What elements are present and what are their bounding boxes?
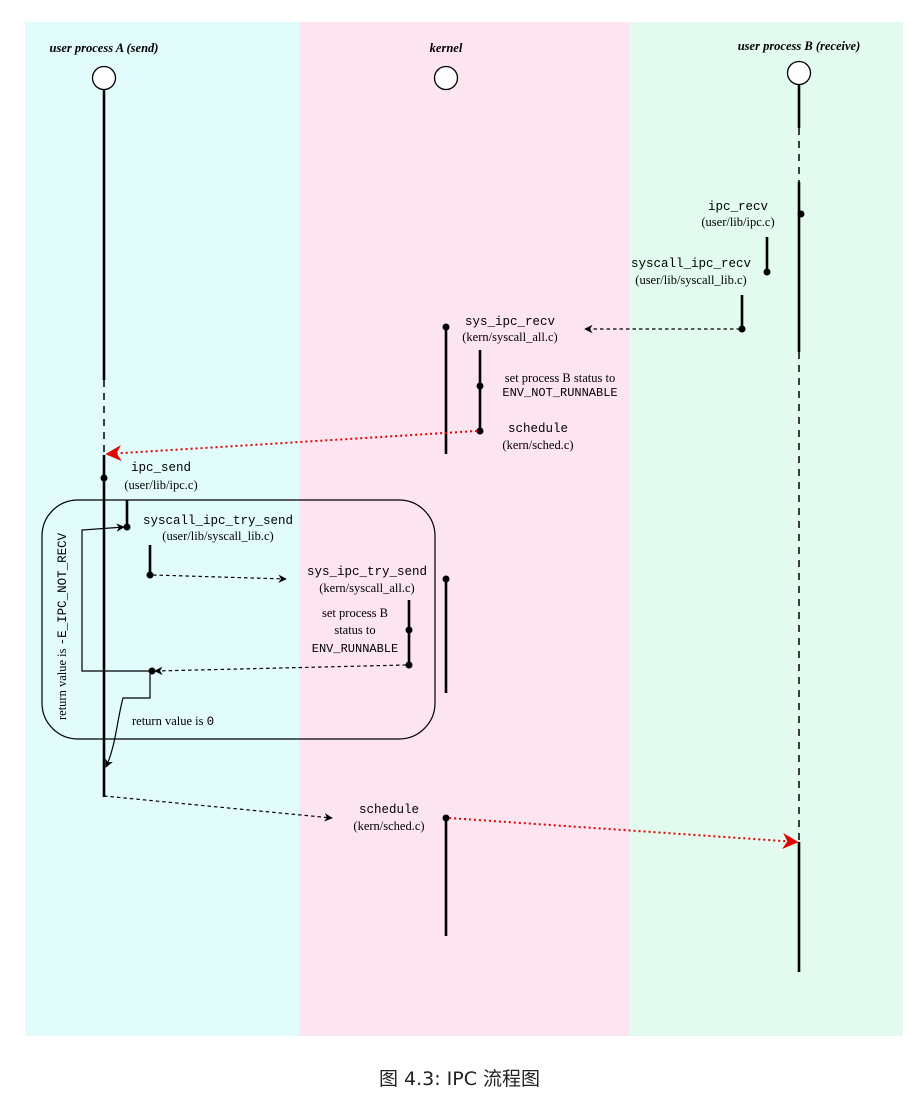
ok-label: return value is 0 [132, 714, 214, 729]
dot-recv-trap [738, 325, 746, 333]
lifeline-head-b [786, 60, 812, 86]
dot-sys-ipc-recv [442, 323, 450, 331]
lane-title-a: user process A (send) [50, 41, 159, 55]
lane-title-kernel: kernel [430, 41, 463, 55]
syscall-ipc-try-send-fn: syscall_ipc_try_send [143, 514, 293, 528]
dot-ipc-recv [797, 210, 805, 218]
switch-arrow-to-a [105, 430, 478, 462]
dot-schedule-2 [442, 814, 450, 822]
syscall-ipc-try-send-file: (user/lib/syscall_lib.c) [162, 529, 273, 543]
sys-ipc-try-send-fn: sys_ipc_try_send [307, 565, 427, 579]
syscall-ipc-recv-file: (user/lib/syscall_lib.c) [635, 273, 746, 287]
dot-syscall-ipc-try-send [123, 523, 131, 531]
dot-schedule-1 [476, 427, 484, 435]
dot-sys-ipc-try-send [442, 575, 450, 583]
dot-send-trap [146, 571, 154, 579]
dot-ipc-send [100, 474, 108, 482]
dot-return-user [148, 667, 156, 675]
retry-loop-path [81, 523, 150, 672]
lane-user-process-b [629, 22, 903, 1036]
schedule2-fn: schedule [359, 803, 419, 817]
ipc-recv-file: (user/lib/ipc.c) [701, 215, 774, 229]
ipc-send-fn: ipc_send [131, 461, 191, 475]
ipc-recv-fn: ipc_recv [708, 200, 769, 214]
arrow-send-syscall [152, 574, 287, 583]
ipc-flow-diagram: user process A (send) kernel user proces… [25, 22, 903, 1036]
schedule2-file: (kern/sched.c) [353, 819, 424, 833]
switch-arrow-to-b [448, 817, 799, 849]
set-b-runnable-l1: set process B [322, 606, 388, 620]
sys-ipc-try-send-file: (kern/syscall_all.c) [319, 581, 414, 595]
lane-kernel [299, 22, 629, 1036]
schedule1-file: (kern/sched.c) [502, 438, 573, 452]
dot-syscall-ipc-recv [763, 268, 771, 276]
set-b-status-value: ENV_NOT_RUNNABLE [502, 386, 617, 400]
set-b-status-text: set process B status to [505, 371, 615, 385]
lifeline-head-a [91, 65, 117, 91]
schedule1-fn: schedule [508, 422, 568, 436]
figure-caption: 图 4.3: IPC 流程图 [378, 1068, 541, 1090]
lane-user-process-a [25, 22, 299, 1036]
sys-ipc-recv-file: (kern/syscall_all.c) [462, 330, 557, 344]
arrow-return-user [154, 664, 407, 676]
set-b-runnable-l2: status to [334, 623, 375, 637]
ipc-send-file: (user/lib/ipc.c) [124, 478, 197, 492]
retry-label: return value is -E_IPC_NOT_RECV [55, 532, 70, 720]
success-return-path [105, 674, 151, 768]
lifeline-head-kernel [433, 65, 459, 91]
arrow-yield [103, 795, 333, 822]
syscall-ipc-recv-fn: syscall_ipc_recv [631, 257, 752, 271]
sys-ipc-recv-fn: sys_ipc_recv [465, 315, 556, 329]
dot-set-b-runnable [405, 626, 413, 634]
retry-loop-box [41, 499, 436, 740]
dot-return-kernel [405, 661, 413, 669]
dot-set-b-not-runnable [476, 382, 484, 390]
set-b-runnable-value: ENV_RUNNABLE [312, 642, 398, 656]
lane-title-b: user process B (receive) [738, 39, 861, 53]
